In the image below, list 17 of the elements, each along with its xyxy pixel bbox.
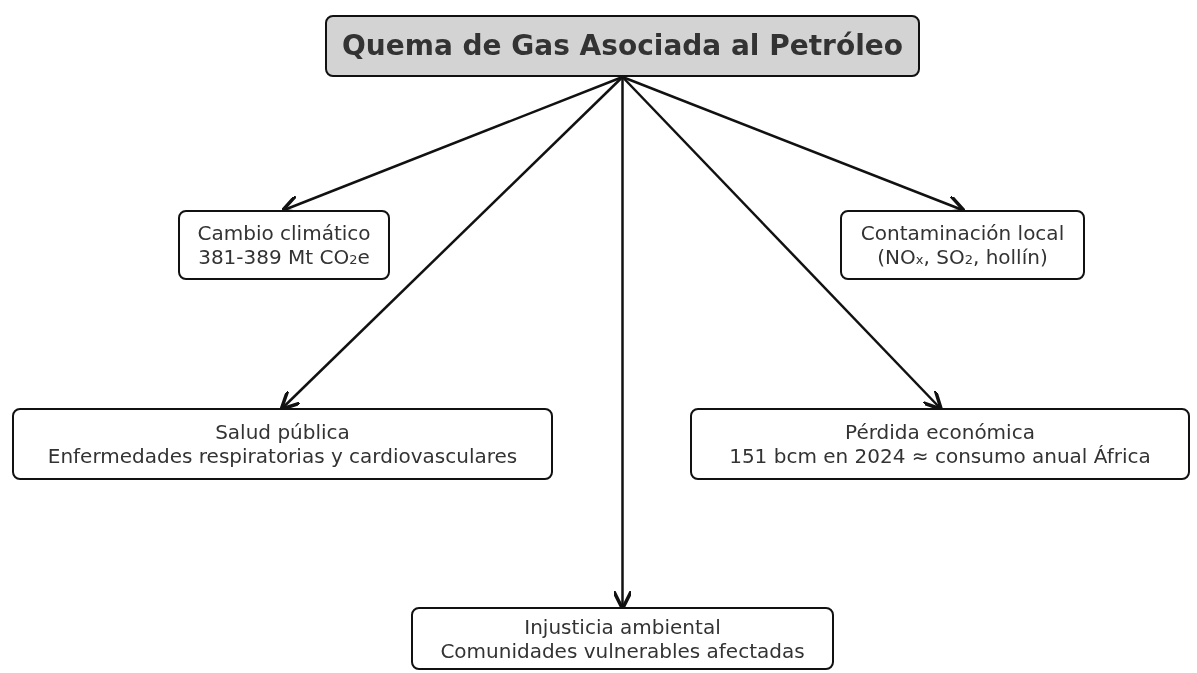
arrow (621, 76, 943, 411)
effect-heading: Cambio climático (197, 221, 371, 245)
title-box (325, 15, 920, 77)
effect-box (690, 408, 1190, 480)
effect-box (12, 408, 553, 480)
effect-heading: Contaminación local (860, 221, 1065, 245)
effect-detail: Comunidades vulnerables afectadas (440, 638, 805, 663)
effect-box (840, 210, 1085, 280)
effect-detail: 151 bcm en 2024 ≈ consumo anual África (729, 444, 1151, 468)
title-text: Quema de Gas Asociada al Petróleo (342, 29, 903, 63)
effect-box (178, 210, 390, 280)
effect-heading: Injusticia ambiental (524, 614, 721, 639)
arrow (279, 76, 624, 411)
effect-heading: Pérdida económica (845, 420, 1035, 444)
effect-box (411, 607, 834, 670)
effect-heading: Salud pública (215, 420, 350, 444)
effect-detail: Enfermedades respiratorias y cardiovasculares (47, 444, 518, 468)
